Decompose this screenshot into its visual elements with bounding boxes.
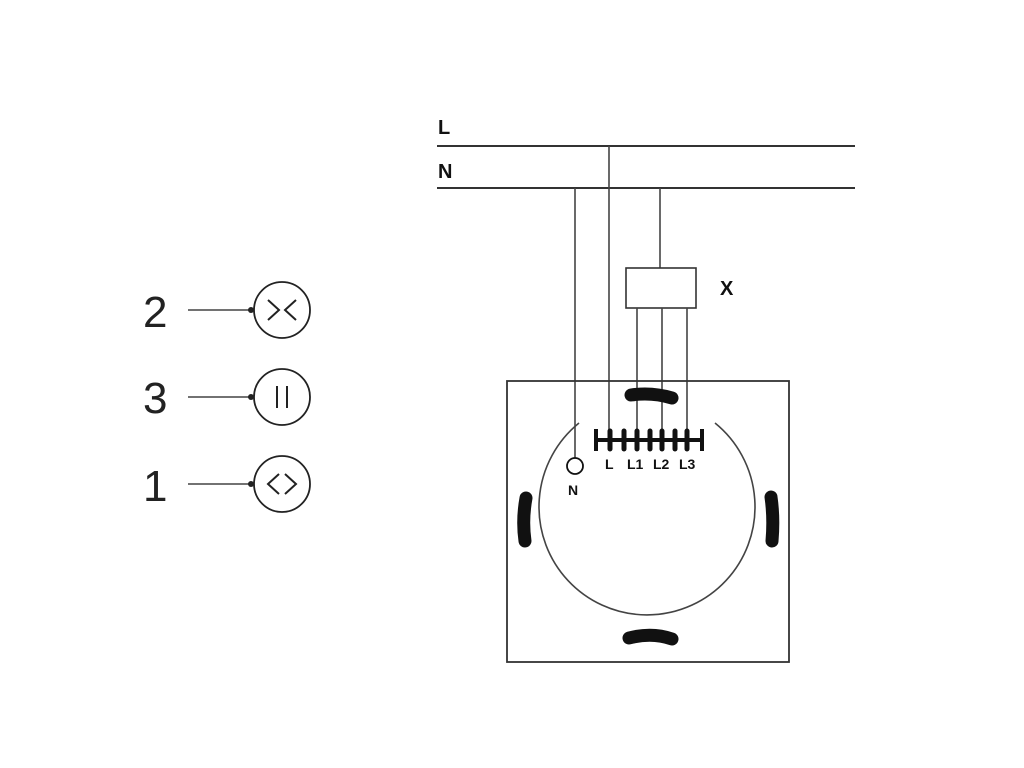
terminal-label-l3: L3 [679, 456, 696, 472]
close-icon [253, 281, 311, 339]
terminal-label-l: L [605, 456, 614, 472]
legend-dot-open [248, 481, 254, 487]
legend-dot-close [248, 307, 254, 313]
terminal-label-n: N [568, 482, 578, 498]
legend-number-close: 2 [143, 288, 167, 337]
mount-clip-bottom [622, 628, 679, 646]
load-box [625, 267, 697, 309]
mount-clip-left [517, 491, 533, 548]
neutral-terminal [566, 457, 584, 475]
legend-number-pause: 3 [143, 374, 167, 423]
open-icon [253, 455, 311, 513]
live-bus-label: L [438, 117, 450, 139]
neutral-bus-label: N [438, 161, 452, 183]
load-label: X [720, 278, 734, 300]
legend-number-open: 1 [143, 462, 167, 511]
switch-housing [506, 380, 790, 663]
terminal-label-l2: L2 [653, 456, 670, 472]
legend-dot-pause [248, 394, 254, 400]
mount-clip-top [624, 387, 679, 405]
pause-icon [253, 368, 311, 426]
terminal-label-l1: L1 [627, 456, 644, 472]
mount-clip-right [764, 490, 780, 548]
mount-ring [538, 422, 756, 616]
